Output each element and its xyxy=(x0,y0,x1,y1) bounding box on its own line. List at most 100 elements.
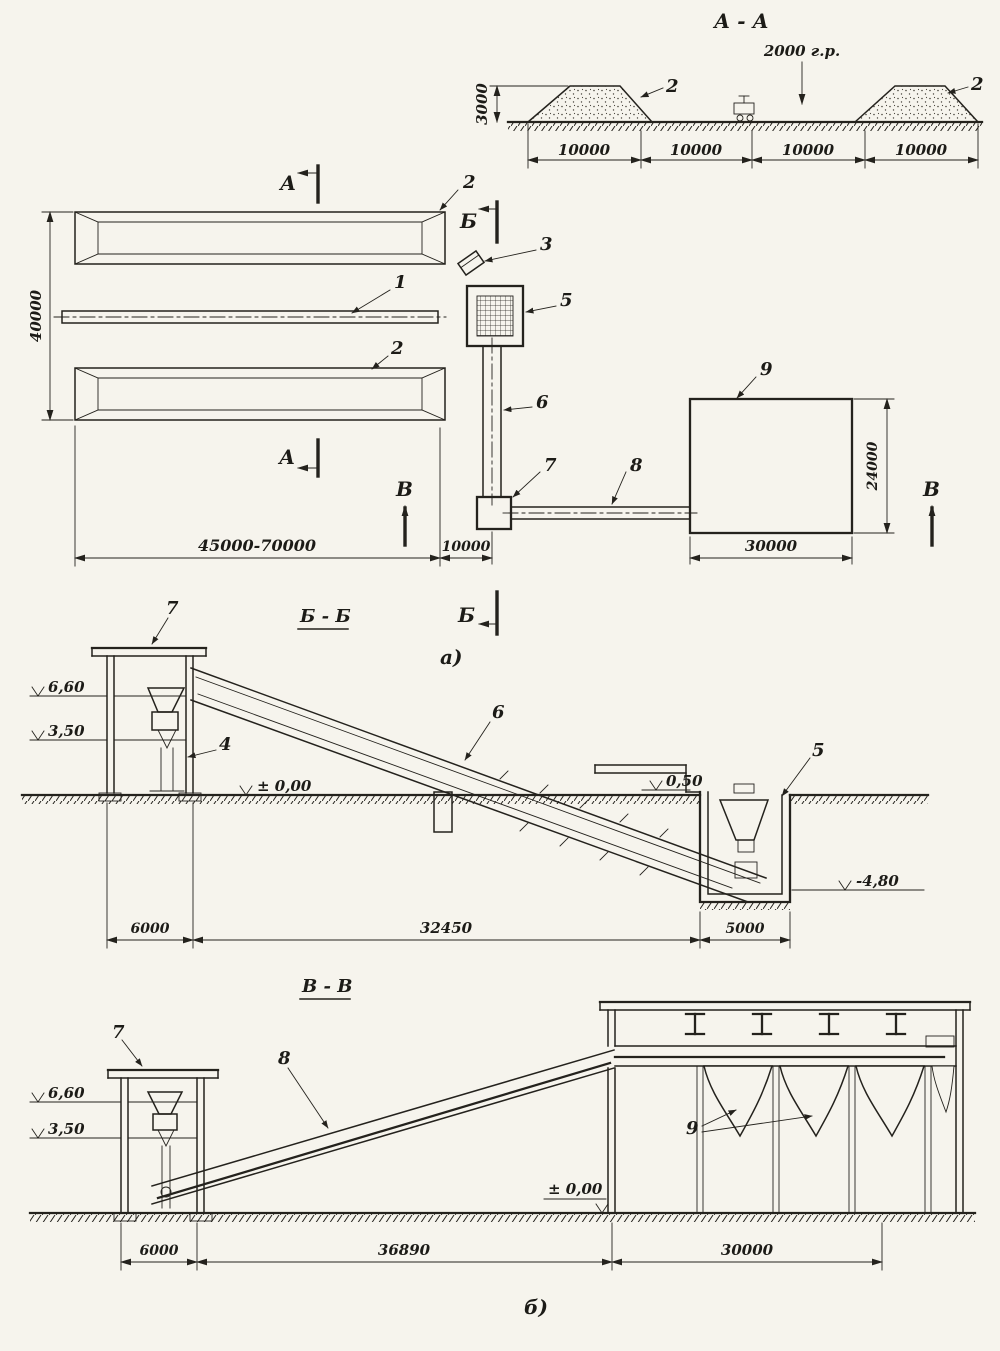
plan-inclined-gallery xyxy=(482,337,502,506)
plan-yard-conveyor xyxy=(53,310,447,324)
aa-leader-pile-right xyxy=(947,86,969,94)
vv-ground xyxy=(28,1211,977,1222)
vv-hoppers-label: 9 xyxy=(686,1118,699,1139)
plan-dim-40000: 40000 xyxy=(27,289,45,342)
plan-leader-conveyor xyxy=(351,289,391,314)
vv-elevation-660: 6,60 xyxy=(29,1084,122,1103)
bb-elevation-350: 3,50 xyxy=(29,722,108,741)
bb-leader-pit xyxy=(781,757,811,797)
plan-conveyor-label: 1 xyxy=(394,272,407,293)
vv-leader-tower xyxy=(121,1039,143,1067)
bb-elevation-minus480: -4,80 xyxy=(791,872,925,891)
plan-marker-b-bottom-letter: Б xyxy=(457,603,475,627)
plan-feeder xyxy=(456,249,486,277)
bb-tower-label: 7 xyxy=(166,598,179,619)
plan-leader-building xyxy=(736,376,757,399)
vv-tower-label: 7 xyxy=(112,1022,125,1043)
plan-dim-24000: 24000 xyxy=(865,441,881,491)
aa-dim-10000-2: 10000 xyxy=(670,141,723,159)
bb-tower xyxy=(90,646,208,802)
plan-screen-unit xyxy=(465,284,525,348)
aa-length-dimensions: 10000 10000 10000 10000 xyxy=(527,123,979,169)
vv-elev-350-value: 3,50 xyxy=(48,1120,85,1138)
bb-leader-gallery xyxy=(464,721,491,761)
bb-pit xyxy=(698,783,792,904)
aa-leader-pile-left xyxy=(640,87,664,98)
aa-title: А - А xyxy=(712,9,769,33)
bb-equipment-label: 4 xyxy=(219,734,232,755)
plan-section-marker-a-bottom: А xyxy=(277,438,320,478)
plan-dim-30000: 30000 xyxy=(745,537,798,555)
vv-columns xyxy=(696,1065,932,1214)
plan-building xyxy=(688,397,854,535)
bb-elevation-050: 0,50 xyxy=(641,772,703,791)
plan-section-marker-v-right: В xyxy=(922,477,940,547)
bb-dim-5000: 5000 xyxy=(726,921,765,937)
aa-pile-left-label: 2 xyxy=(665,76,679,97)
plan-marker-v-left-letter: В xyxy=(395,477,413,501)
plan-section-marker-a-top: А xyxy=(278,164,320,204)
plan-gap-dimension: 10000 xyxy=(439,531,493,565)
plan-building-label: 9 xyxy=(760,359,773,380)
aa-stacker-machine xyxy=(733,95,755,122)
bb-elev-zero-value: ± 0,00 xyxy=(257,777,312,795)
plan-dim-10000: 10000 xyxy=(442,539,491,555)
bb-elev-350-value: 3,50 xyxy=(48,722,85,740)
plan-leader-tower xyxy=(512,471,541,498)
plan-marker-a-bottom-letter: А xyxy=(277,445,295,469)
bb-equipment xyxy=(146,687,186,792)
aa-stockpile-right xyxy=(853,85,980,123)
aa-dim-3000: 3000 xyxy=(473,83,491,125)
vv-elevation-350: 3,50 xyxy=(29,1120,122,1139)
bb-elevation-zero: ± 0,00 xyxy=(239,777,312,796)
aa-stockpile-left xyxy=(525,85,654,123)
bb-leader-tower xyxy=(151,617,169,645)
plan-stockpile-bottom xyxy=(74,367,446,421)
bb-pit-label: 5 xyxy=(812,740,825,761)
section-vv: В - В 7 6,60 xyxy=(28,976,977,1319)
section-bb: Б - Б 7 4 xyxy=(20,598,930,949)
bb-elev-660-value: 6,60 xyxy=(48,678,85,696)
bb-elevation-660: 6,60 xyxy=(29,678,108,697)
plan-leader-screen xyxy=(525,305,557,314)
vv-dim-6000: 6000 xyxy=(140,1243,179,1259)
plan-screen-label: 5 xyxy=(560,290,573,311)
vv-hoppers xyxy=(703,1065,955,1138)
plan-tower-label: 7 xyxy=(544,455,557,476)
plan-width-dimension: 40000 xyxy=(27,211,74,421)
bb-landing xyxy=(594,764,701,793)
plan-leader-pile-bottom xyxy=(371,355,389,370)
plan-marker-a-top-letter: А xyxy=(278,171,296,195)
bb-ground xyxy=(20,793,930,910)
vv-hoppers-label-group: 9 xyxy=(686,1109,813,1139)
plan-leader-bridge xyxy=(611,471,627,505)
plan-bridge-conveyor xyxy=(502,506,698,520)
bb-gallery-label: 6 xyxy=(492,702,505,723)
plan-leader-feeder xyxy=(484,249,537,263)
plan-section-marker-v-left: В xyxy=(395,477,413,547)
vv-inclined-conveyor xyxy=(151,1049,615,1205)
plan-caption: а) xyxy=(440,645,462,669)
vv-elevation-zero: ± 0,00 xyxy=(543,1180,609,1214)
aa-height-dimension: 3000 xyxy=(473,83,569,125)
plan-leader-gallery xyxy=(503,406,533,413)
aa-dim-10000-4: 10000 xyxy=(895,141,948,159)
plan-pile-bottom-label: 2 xyxy=(390,338,404,359)
aa-dim-10000-1: 10000 xyxy=(558,141,611,159)
plan-gallery-label: 6 xyxy=(536,392,549,413)
section-aa: А - А 2000 г.р. 2 2 3000 xyxy=(473,9,984,169)
bb-elev-minus480-value: -4,80 xyxy=(856,872,899,890)
bb-earth-ticks xyxy=(499,770,669,876)
vv-dimensions: 6000 36890 30000 xyxy=(120,1222,883,1271)
vv-roof-beams xyxy=(684,1012,907,1036)
aa-note-planning-level: 2000 г.р. xyxy=(763,42,840,60)
plan-marker-b-top-letter: Б xyxy=(459,209,477,233)
plan-marker-v-right-letter: В xyxy=(922,477,940,501)
plan-dim-45000-70000: 45000-70000 xyxy=(198,536,316,555)
plan-feeder-label: 3 xyxy=(540,234,553,255)
plan-pile-top-label: 2 xyxy=(462,172,476,193)
vv-dim-30000: 30000 xyxy=(721,1241,774,1259)
plan-leader-pile-top xyxy=(439,189,459,211)
